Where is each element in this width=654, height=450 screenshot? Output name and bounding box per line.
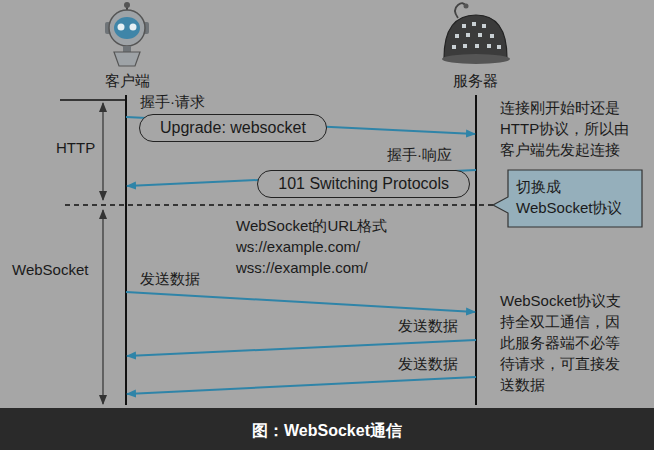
figure-caption: 图：WebSocket通信: [0, 421, 654, 441]
callout-outline: [493, 170, 642, 227]
robot-neck: [123, 46, 131, 52]
callout-text: 切换成 WebSocket协议: [516, 176, 634, 218]
note-text: 连接刚开始时还是 HTTP协议，所以由 客户端先发起连接: [500, 97, 648, 160]
server-light: [482, 24, 486, 28]
robot-eye: [118, 24, 125, 31]
message-label: 发送数据: [398, 355, 458, 373]
phase-label: WebSocket: [12, 261, 88, 279]
server-light: [490, 34, 494, 38]
url-format-text: WebSocket的URL格式 ws://example.com/ wss://…: [236, 215, 426, 278]
server-light: [497, 45, 501, 49]
robot-face: [114, 17, 140, 39]
server-light: [472, 22, 476, 26]
server-light: [487, 44, 491, 48]
server-light: [462, 24, 466, 28]
robot-head: [109, 10, 145, 46]
server-actor: 服务器: [438, 2, 512, 90]
http-phase-bracket: [102, 103, 103, 200]
server-lights: [452, 22, 501, 49]
server-light: [466, 33, 470, 37]
message-box: Upgrade: websocket: [139, 114, 327, 142]
caption-bar: [0, 408, 654, 450]
phase-divider: [65, 204, 494, 206]
server-base: [442, 54, 510, 64]
websocket-phase-bracket: [102, 210, 103, 404]
message-box: 101 Switching Protocols: [257, 170, 470, 198]
server-light: [475, 44, 479, 48]
client-actor: 客户端: [90, 2, 164, 90]
server-icon: [442, 3, 510, 64]
server-antenna-tip: [464, 4, 469, 9]
robot-eye: [130, 24, 137, 31]
box-text: Upgrade: websocket: [160, 118, 306, 138]
server-dome: [444, 15, 507, 58]
message-label: 握手·响应: [387, 146, 452, 164]
server-light: [455, 34, 459, 38]
note-text: WebSocket协议支 持全双工通信，因 此服务器端不必等 待请求，可直接发 …: [500, 290, 648, 395]
send-data-arrow: [127, 340, 476, 356]
phase-label: HTTP: [56, 139, 95, 157]
server-light: [478, 33, 482, 37]
send-data-arrow: [127, 377, 476, 394]
robot-antenna-tip: [124, 2, 130, 8]
server-light: [452, 45, 456, 49]
callout-box: 切换成 WebSocket协议: [508, 170, 642, 227]
start-line: [60, 99, 126, 101]
box-text: 101 Switching Protocols: [278, 174, 449, 194]
robot-body: [114, 52, 140, 66]
message-label: 发送数据: [140, 270, 200, 288]
client-robot-icon: [105, 2, 149, 66]
client-lifeline: [125, 95, 127, 405]
server-light: [463, 44, 467, 48]
message-label: 发送数据: [398, 317, 458, 335]
message-label: 握手·请求: [140, 93, 205, 111]
server-lifeline: [475, 95, 477, 405]
send-data-arrow: [126, 292, 475, 312]
actor-label: 服务器: [453, 72, 498, 90]
actor-label: 客户端: [105, 72, 150, 90]
